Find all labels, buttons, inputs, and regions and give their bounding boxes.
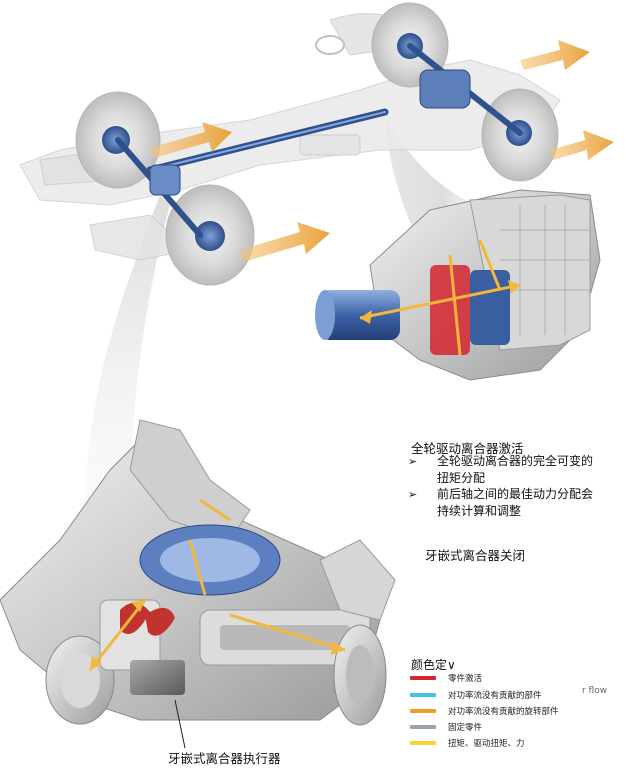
clutch-engaged-title: 全轮驱动离合器激活 xyxy=(411,441,524,456)
clutch-engaged-cutaway xyxy=(315,189,601,381)
callout-beam-lower xyxy=(85,195,170,520)
legend-item-active: 零件激活 xyxy=(410,672,482,684)
legend-clipped-text: r flow xyxy=(582,686,608,696)
dog-clutch-actuator-label: 牙嵌式离合器执行器 xyxy=(168,751,281,766)
legend-swatch xyxy=(410,725,436,729)
legend-item-noncontributing-rotating: 对功率流没有贡献的旋转部件 xyxy=(410,705,559,717)
legend-swatch xyxy=(410,741,436,745)
wheel-rear-right xyxy=(165,184,255,286)
arrowhead-bullet-icon: ➢ xyxy=(408,455,418,468)
legend-label: 零件激活 xyxy=(448,674,483,684)
clutch-engaged-bullet-2-cont: 持续计算和调整 xyxy=(437,504,522,518)
legend-label: 对功率流没有贡献的部件 xyxy=(448,691,542,701)
legend-item-noncontributing: 对功率流没有贡献的部件 xyxy=(410,689,542,701)
legend-label: 扭矩、驱动扭矩、力 xyxy=(448,739,525,749)
legend-item-fixed: 固定零件 xyxy=(410,721,482,733)
clutch-engaged-bullet-1-cont: 扭矩分配 xyxy=(437,471,486,485)
legend-swatch xyxy=(410,676,436,680)
dog-clutch-disengaged-label: 牙嵌式离合器关闭 xyxy=(425,548,526,563)
legend-label: 对功率流没有贡献的旋转部件 xyxy=(448,707,559,717)
legend-swatch xyxy=(410,709,436,713)
legend-swatch xyxy=(410,693,436,697)
drive-shafts xyxy=(115,43,523,238)
legend-label: 固定零件 xyxy=(448,723,483,733)
torque-arrows-vehicle xyxy=(150,40,614,262)
clutch-engaged-bullet-2: 前后轴之间的最佳动力分配会 xyxy=(437,487,594,501)
arrowhead-bullet-icon: ➢ xyxy=(408,488,418,501)
legend-title: 颜色定∨ xyxy=(411,658,456,672)
clutch-engaged-bullet-1: 全轮驱动离合器的完全可变的 xyxy=(437,454,594,468)
dog-clutch-assembly xyxy=(0,419,396,749)
legend-item-torque: 扭矩、驱动扭矩、力 xyxy=(410,737,525,749)
